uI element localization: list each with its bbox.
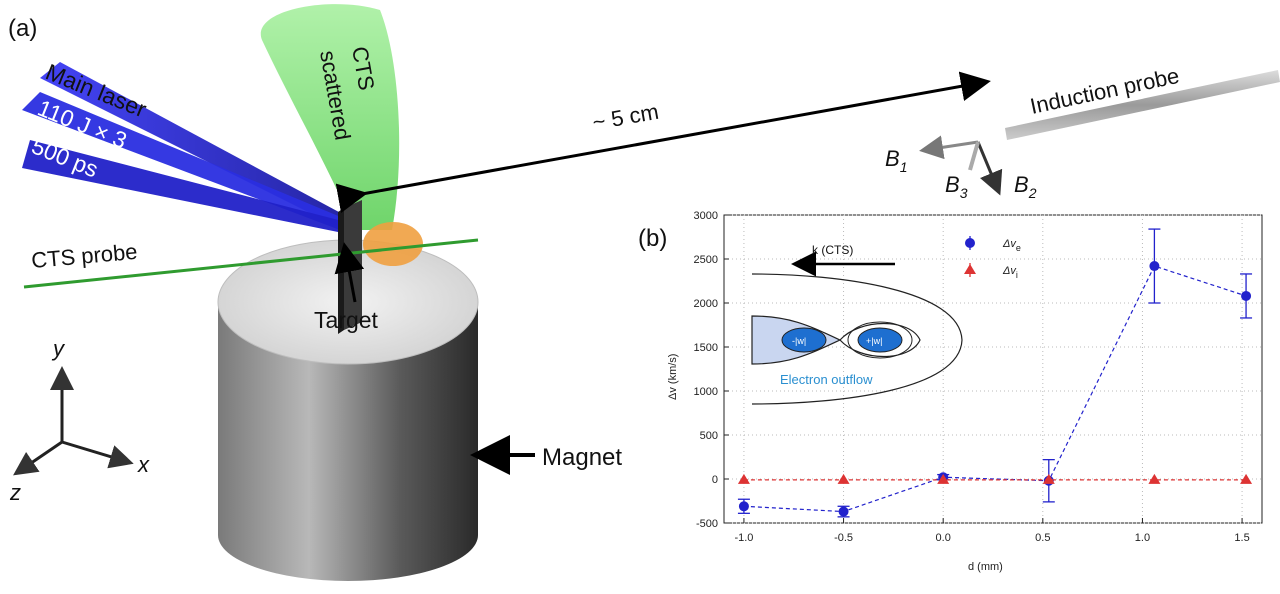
data-point [1042, 473, 1055, 484]
b-field-components [919, 135, 1003, 196]
axis-y-label: y [51, 336, 66, 361]
cts-probe-label: CTS probe [30, 239, 138, 273]
cts-probe-beam [23, 238, 479, 289]
x-tick-label: 0.0 [936, 532, 951, 544]
panel-b-label: (b) [638, 225, 667, 252]
data-point [1240, 473, 1253, 484]
y-tick-label: 500 [700, 430, 718, 442]
b2-label: B2 [1014, 172, 1037, 201]
legend-label: Δve [1002, 238, 1021, 253]
y-tick-label: 1000 [694, 386, 718, 398]
x-tick-labels: -1.0 -0.5 0.0 0.5 1.0 1.5 [734, 532, 1249, 544]
distance-label: ~ 5 cm [591, 99, 661, 135]
data-point [1241, 290, 1252, 301]
y-tick-label: 1500 [694, 342, 718, 354]
magnet-label: Magnet [542, 444, 622, 471]
panel-a-label: (a) [8, 15, 37, 42]
x-tick-label: 1.0 [1135, 532, 1150, 544]
data-point [937, 473, 950, 484]
series-ion [737, 473, 1253, 484]
axis-z-label: z [9, 480, 21, 505]
inset-caption: Electron outflow [780, 372, 873, 387]
b1-label: B1 [885, 146, 907, 175]
data-point [737, 473, 750, 484]
data-series [737, 228, 1253, 518]
distance-arrow [335, 71, 991, 214]
plasma-plume [363, 222, 423, 266]
data-point [837, 473, 850, 484]
b3-label: B3 [945, 172, 968, 201]
data-point [838, 506, 849, 517]
legend-marker [964, 264, 976, 274]
inset-cell-left: -|w| [792, 336, 806, 346]
axis-x-label: x [137, 452, 150, 477]
plot-gridlines [724, 214, 1262, 524]
panel-a: (a) [8, 4, 1280, 581]
x-tick-label: 0.5 [1035, 532, 1050, 544]
plot-frame [723, 214, 1263, 524]
data-point [738, 501, 749, 512]
y-tick-label: 2000 [694, 298, 718, 310]
legend-label: Δvi [1002, 265, 1018, 280]
x-tick-label: 1.5 [1234, 532, 1249, 544]
coordinate-axes [13, 366, 134, 476]
y-tick-label: 2500 [694, 254, 718, 266]
inset-cell-right: +|w| [866, 336, 882, 346]
y-tick-labels: -500 0 500 1000 1500 2000 2500 3000 [694, 210, 718, 530]
data-point [1148, 473, 1161, 484]
y-tick-label: 3000 [694, 210, 718, 222]
series-line [743, 265, 1247, 513]
y-tick-label: -500 [696, 518, 718, 530]
main-laser-beams [22, 62, 350, 232]
data-point [1149, 261, 1160, 272]
legend-marker [965, 238, 975, 248]
x-axis-label: d (mm) [968, 561, 1003, 573]
target-label: Target [314, 307, 379, 333]
electron-outflow-inset: -|w| +|w| k (CTS) Electron outflow [751, 243, 963, 405]
panel-b: (b) -1.0 -0.5 0.0 0.5 1.0 1.5 -500 0 500 1000 150… [638, 210, 1263, 573]
induction-probe-rod [1005, 70, 1280, 140]
y-tick-label: 0 [712, 474, 718, 486]
x-tick-label: -1.0 [734, 532, 753, 544]
y-axis-label: Δv (km/s) [667, 354, 679, 400]
x-tick-label: -0.5 [834, 532, 853, 544]
inset-k-label: k (CTS) [812, 243, 853, 257]
target-arrow [334, 242, 365, 303]
